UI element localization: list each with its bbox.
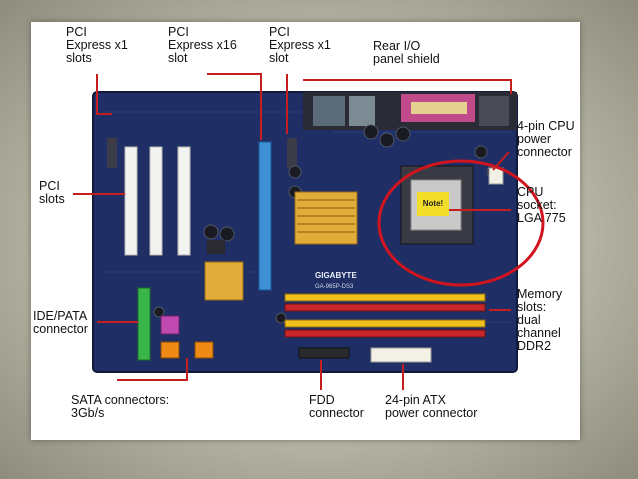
label-pci-express-x16-slot: PCI Express x16 slot xyxy=(168,25,237,65)
slide-panel: Note! GIGABYTE GA-965P-DS3 xyxy=(31,22,580,440)
motherboard-diagram: Note! GIGABYTE GA-965P-DS3 xyxy=(92,91,545,373)
cpu-sticker-text: Note! xyxy=(423,199,443,208)
label-fdd-connector: FDD connector xyxy=(309,393,364,420)
atx-24pin-connector xyxy=(370,347,432,363)
pcie-x16-slot xyxy=(258,141,272,291)
cpu-4pin-connector xyxy=(488,167,504,185)
label-cpu-socket: CPU socket: LGA 775 xyxy=(517,185,566,225)
sata-port-1 xyxy=(160,341,180,359)
label-4pin-cpu-power-connector: 4-pin CPU power connector xyxy=(517,119,575,159)
label-pci-slots: PCI slots xyxy=(39,179,65,206)
label-ide-pata-connector: IDE/PATA connector xyxy=(33,309,88,336)
label-pci-express-x1-slots: PCI Express x1 slots xyxy=(66,25,128,65)
dimm-slot-2 xyxy=(284,303,486,312)
pcie-x1-slot-left xyxy=(107,138,117,168)
label-24pin-atx-power-connector: 24-pin ATX power connector xyxy=(385,393,478,420)
dimm-slot-3 xyxy=(284,319,486,328)
label-sata-connectors: SATA connectors: 3Gb/s xyxy=(71,393,170,420)
board-model-text: GA-965P-DS3 xyxy=(315,284,354,290)
label-rear-io-panel-shield: Rear I/O panel shield xyxy=(373,39,440,66)
pcie-x1-slot-right xyxy=(287,138,297,168)
usb-stack xyxy=(349,96,375,126)
bios-chip xyxy=(207,240,225,254)
dimm-slot-4 xyxy=(284,329,486,338)
label-pci-express-x1-slot: PCI Express x1 slot xyxy=(269,25,331,65)
board-brand-text: GIGABYTE xyxy=(315,271,357,280)
pci-slot-3 xyxy=(177,146,191,256)
purple-header xyxy=(160,315,180,335)
fdd-connector xyxy=(298,347,350,359)
cpu-sticker xyxy=(417,192,449,216)
pci-slot-1 xyxy=(124,146,138,256)
sata-port-2 xyxy=(194,341,214,359)
cpu-highlight-ring xyxy=(377,159,545,287)
ide-connector xyxy=(137,287,151,361)
pci-slot-2 xyxy=(149,146,163,256)
ps2-port xyxy=(313,96,345,126)
label-memory-slots: Memory slots: dual channel DDR2 xyxy=(517,287,563,353)
dimm-slot-1 xyxy=(284,293,486,302)
southbridge-heatsink xyxy=(204,261,244,301)
audio-stack xyxy=(479,96,509,126)
heatsink-fins xyxy=(297,199,355,233)
